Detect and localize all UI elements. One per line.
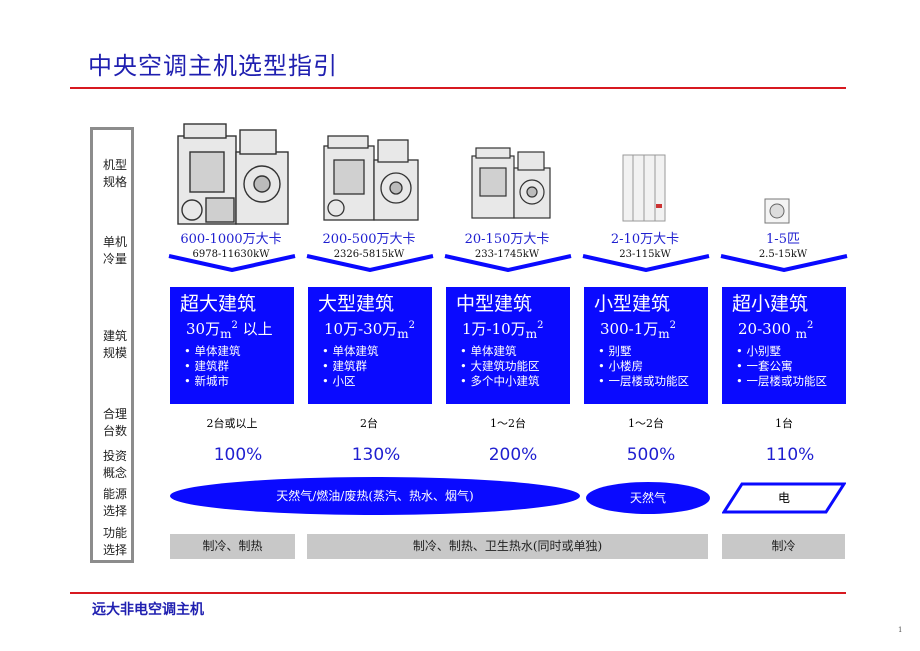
- list-item: 建筑群: [184, 359, 294, 374]
- unit-count: 2台: [360, 417, 378, 430]
- unit-count: 1台: [775, 417, 793, 430]
- sidebar: 机型规格 单机冷量 建筑规模 合理台数 投资概念 能源选择 功能选择: [90, 127, 134, 563]
- investment-percent: 100%: [213, 445, 263, 465]
- chiller-small-image: [622, 154, 666, 222]
- list-item: 一层楼或功能区: [598, 374, 708, 389]
- chevron-down-icon: [582, 254, 710, 272]
- scale-box-medium: 中型建筑 1万-10万m2 单体建筑 大建筑功能区 多个中小建筑: [446, 287, 570, 404]
- sidebar-label-energy: 能源选择: [102, 487, 127, 518]
- size-title: 大型建筑: [318, 293, 395, 315]
- scale-box-mini: 超小建筑 20-300 m2 小别墅 一套公寓 一层楼或功能区: [722, 287, 846, 404]
- sidebar-label-scale: 建筑规模: [102, 329, 127, 360]
- capacity-label: 200-500万大卡: [322, 232, 416, 247]
- chevron-down-icon: [720, 254, 848, 272]
- sidebar-label-capacity: 单机冷量: [102, 235, 127, 266]
- building-list: 单体建筑 建筑群 小区: [318, 344, 432, 389]
- building-list: 单体建筑 建筑群 新城市: [180, 344, 294, 389]
- list-item: 大建筑功能区: [460, 359, 570, 374]
- investment-percent: 200%: [488, 445, 538, 465]
- capacity-col-2: 200-500万大卡 2326-5815kW: [302, 232, 436, 261]
- scale-box-large: 大型建筑 10万-30万m2 单体建筑 建筑群 小区: [308, 287, 432, 404]
- capacity-label: 1-5匹: [766, 232, 800, 247]
- energy-label: 天然气: [629, 491, 666, 505]
- capacity-label: 600-1000万大卡: [180, 232, 282, 247]
- chiller-mini-image: [764, 198, 790, 224]
- power-label: 23-115kW: [619, 249, 671, 260]
- scale-range: 300-1万m2: [600, 320, 677, 341]
- chevron-down-icon: [168, 254, 296, 272]
- power-label: 6978-11630kW: [192, 249, 270, 260]
- scale-range: 30万m2 以上: [186, 320, 273, 341]
- scale-range: 1万-10万m2: [462, 320, 544, 341]
- list-item: 单体建筑: [322, 344, 432, 359]
- energy-electric-shape: [722, 482, 846, 514]
- size-title: 超小建筑: [732, 293, 809, 315]
- energy-ellipse-small: 天然气: [586, 482, 710, 514]
- building-list: 别墅 小楼房 一层楼或功能区: [594, 344, 708, 389]
- list-item: 别墅: [598, 344, 708, 359]
- unit-count: 2台或以上: [206, 417, 258, 430]
- page-number: 1: [898, 626, 903, 634]
- sidebar-label-units: 合理台数: [102, 407, 127, 438]
- list-item: 多个中小建筑: [460, 374, 570, 389]
- building-list: 单体建筑 大建筑功能区 多个中小建筑: [456, 344, 570, 389]
- chiller-xl-image: [177, 123, 289, 225]
- list-item: 单体建筑: [184, 344, 294, 359]
- unit-count: 1～2台: [490, 417, 526, 430]
- scale-range: 20-300 m2: [738, 320, 814, 341]
- unit-count: 1～2台: [628, 417, 664, 430]
- function-bar-all: 制冷、制热、卫生热水(同时或单独): [307, 534, 708, 559]
- list-item: 小区: [322, 374, 432, 389]
- power-label: 2.5-15kW: [758, 249, 808, 260]
- energy-label: 天然气/燃油/废热(蒸汽、热水、烟气): [276, 489, 474, 503]
- scale-range: 10万-30万m2: [324, 320, 416, 341]
- size-title: 中型建筑: [456, 293, 533, 315]
- capacity-col-3: 20-150万大卡 233-1745kW: [440, 232, 574, 261]
- sidebar-label-model: 机型规格: [102, 158, 127, 189]
- list-item: 建筑群: [322, 359, 432, 374]
- capacity-label: 20-150万大卡: [464, 232, 550, 247]
- chevron-down-icon: [444, 254, 572, 272]
- chevron-down-icon: [306, 254, 434, 272]
- energy-ellipse-large: 天然气/燃油/废热(蒸汽、热水、烟气): [170, 477, 580, 515]
- capacity-col-1: 600-1000万大卡 6978-11630kW: [164, 232, 298, 261]
- function-bar-heating-cooling: 制冷、制热: [170, 534, 295, 559]
- investment-percent: 130%: [351, 445, 401, 465]
- list-item: 小楼房: [598, 359, 708, 374]
- scale-box-xl: 超大建筑 30万m2 以上 单体建筑 建筑群 新城市: [170, 287, 294, 404]
- bottom-divider: [70, 592, 846, 594]
- list-item: 小别墅: [736, 344, 846, 359]
- investment-percent: 110%: [765, 445, 815, 465]
- list-item: 单体建筑: [460, 344, 570, 359]
- building-list: 小别墅 一套公寓 一层楼或功能区: [732, 344, 846, 389]
- capacity-col-4: 2-10万大卡 23-115kW: [578, 232, 712, 261]
- power-label: 2326-5815kW: [333, 249, 405, 260]
- top-divider: [70, 87, 846, 89]
- size-title: 超大建筑: [180, 293, 257, 315]
- power-label: 233-1745kW: [474, 249, 540, 260]
- investment-percent: 500%: [626, 445, 676, 465]
- list-item: 一套公寓: [736, 359, 846, 374]
- list-item: 一层楼或功能区: [736, 374, 846, 389]
- page-title: 中央空调主机选型指引: [88, 52, 338, 80]
- function-bar-cooling: 制冷: [722, 534, 845, 559]
- list-item: 新城市: [184, 374, 294, 389]
- scale-box-small: 小型建筑 300-1万m2 别墅 小楼房 一层楼或功能区: [584, 287, 708, 404]
- sidebar-label-function: 功能选择: [102, 526, 127, 557]
- chiller-medium-image: [471, 147, 551, 219]
- footer-brand: 远大非电空调主机: [92, 602, 204, 618]
- capacity-col-5: 1-5匹 2.5-15kW: [716, 232, 850, 261]
- chiller-large-image: [323, 135, 419, 221]
- capacity-label: 2-10万大卡: [610, 232, 680, 247]
- size-title: 小型建筑: [594, 293, 671, 315]
- sidebar-label-investment: 投资概念: [102, 449, 127, 480]
- energy-electric-label: 电: [777, 491, 790, 505]
